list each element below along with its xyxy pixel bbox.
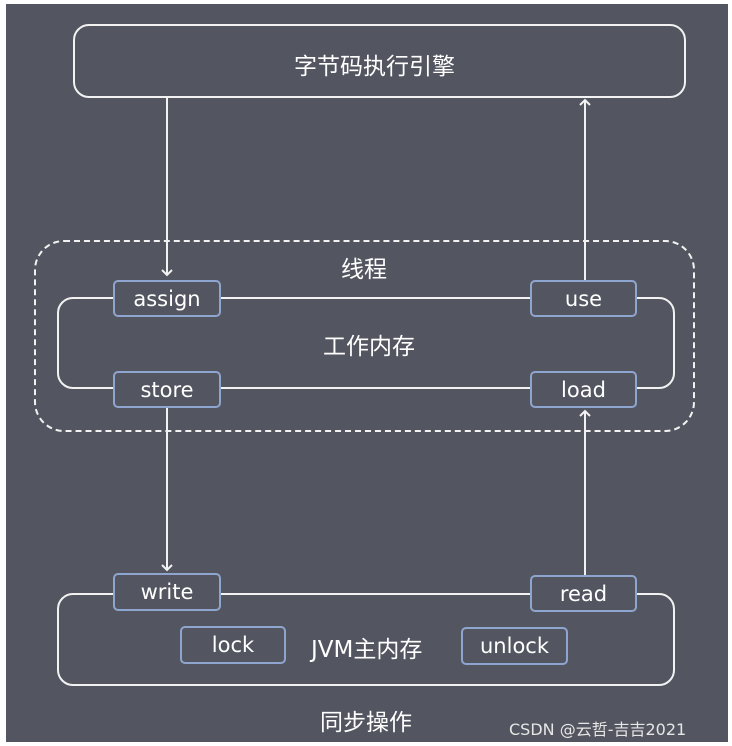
working-memory-title: 工作内存 xyxy=(323,334,415,360)
bytecode-engine-box xyxy=(73,24,686,98)
use-op: use xyxy=(530,280,637,317)
thread-boundary xyxy=(34,240,695,432)
write-op: write xyxy=(113,573,221,611)
bytecode-engine-title: 字节码执行引擎 xyxy=(294,54,455,80)
main-memory-title: JVM主内存 xyxy=(311,637,423,663)
sync-operations-label: 同步操作 xyxy=(320,710,412,736)
load-op: load xyxy=(530,371,637,408)
store-op: store xyxy=(113,371,221,408)
unlock-op: unlock xyxy=(461,627,568,665)
main-memory-box xyxy=(57,593,675,686)
read-op: read xyxy=(530,575,637,612)
csdn-watermark: CSDN @云哲-吉吉2021 xyxy=(509,720,687,739)
assign-op: assign xyxy=(113,280,221,317)
lock-op: lock xyxy=(180,626,286,664)
working-memory-box xyxy=(57,297,675,389)
thread-title: 线程 xyxy=(341,257,387,283)
